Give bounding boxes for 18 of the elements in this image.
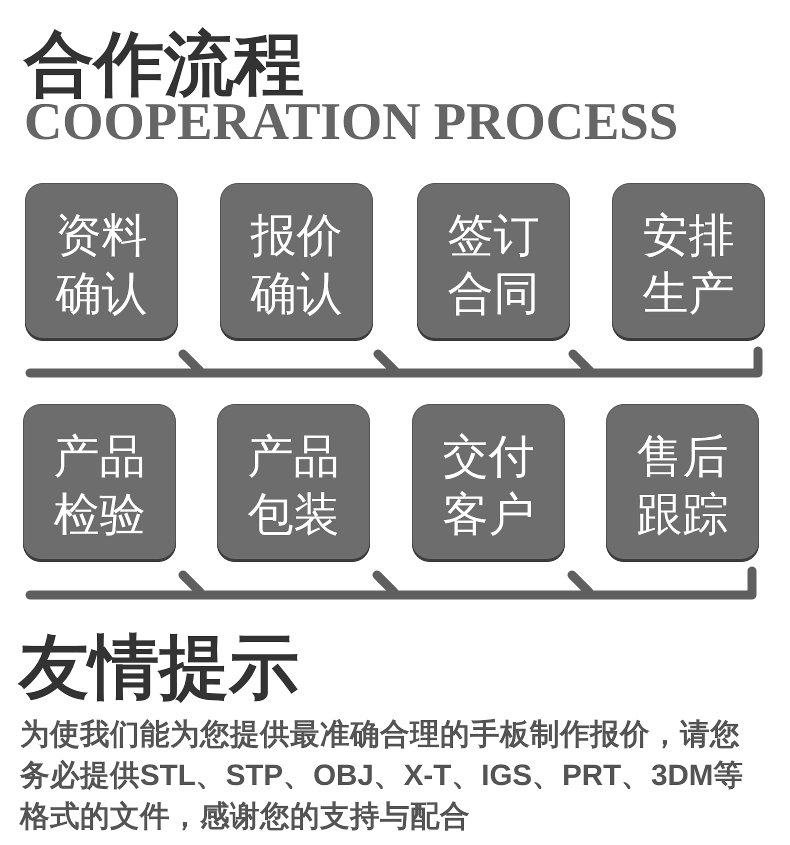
step-box (417, 183, 570, 341)
note-paragraph: 为使我们能为您提供最准确合理的手板制作报价，请您务必提供STL、STP、OBJ、X-T、IGS、PRT、3DM等格式的文件，感谢您的支持与配合 (20, 717, 744, 835)
step-label: 报价确认 (250, 207, 344, 322)
step-label: 签订合同 (446, 207, 540, 322)
step-box (23, 404, 176, 562)
step-label: 售后跟踪 (636, 428, 730, 543)
step-box (217, 404, 370, 562)
step-box (612, 183, 765, 341)
step-label: 交付客户 (442, 428, 536, 543)
section-heading: 友情提示 (19, 632, 299, 702)
step-label: 产品检验 (52, 428, 146, 543)
step-label: 产品包装 (246, 428, 340, 543)
step-label: 安排生产 (642, 207, 736, 322)
step-label: 资料确认 (54, 207, 148, 322)
step-box (220, 183, 373, 341)
step-box (25, 183, 178, 341)
step-box (606, 404, 759, 562)
step-box (412, 404, 565, 562)
